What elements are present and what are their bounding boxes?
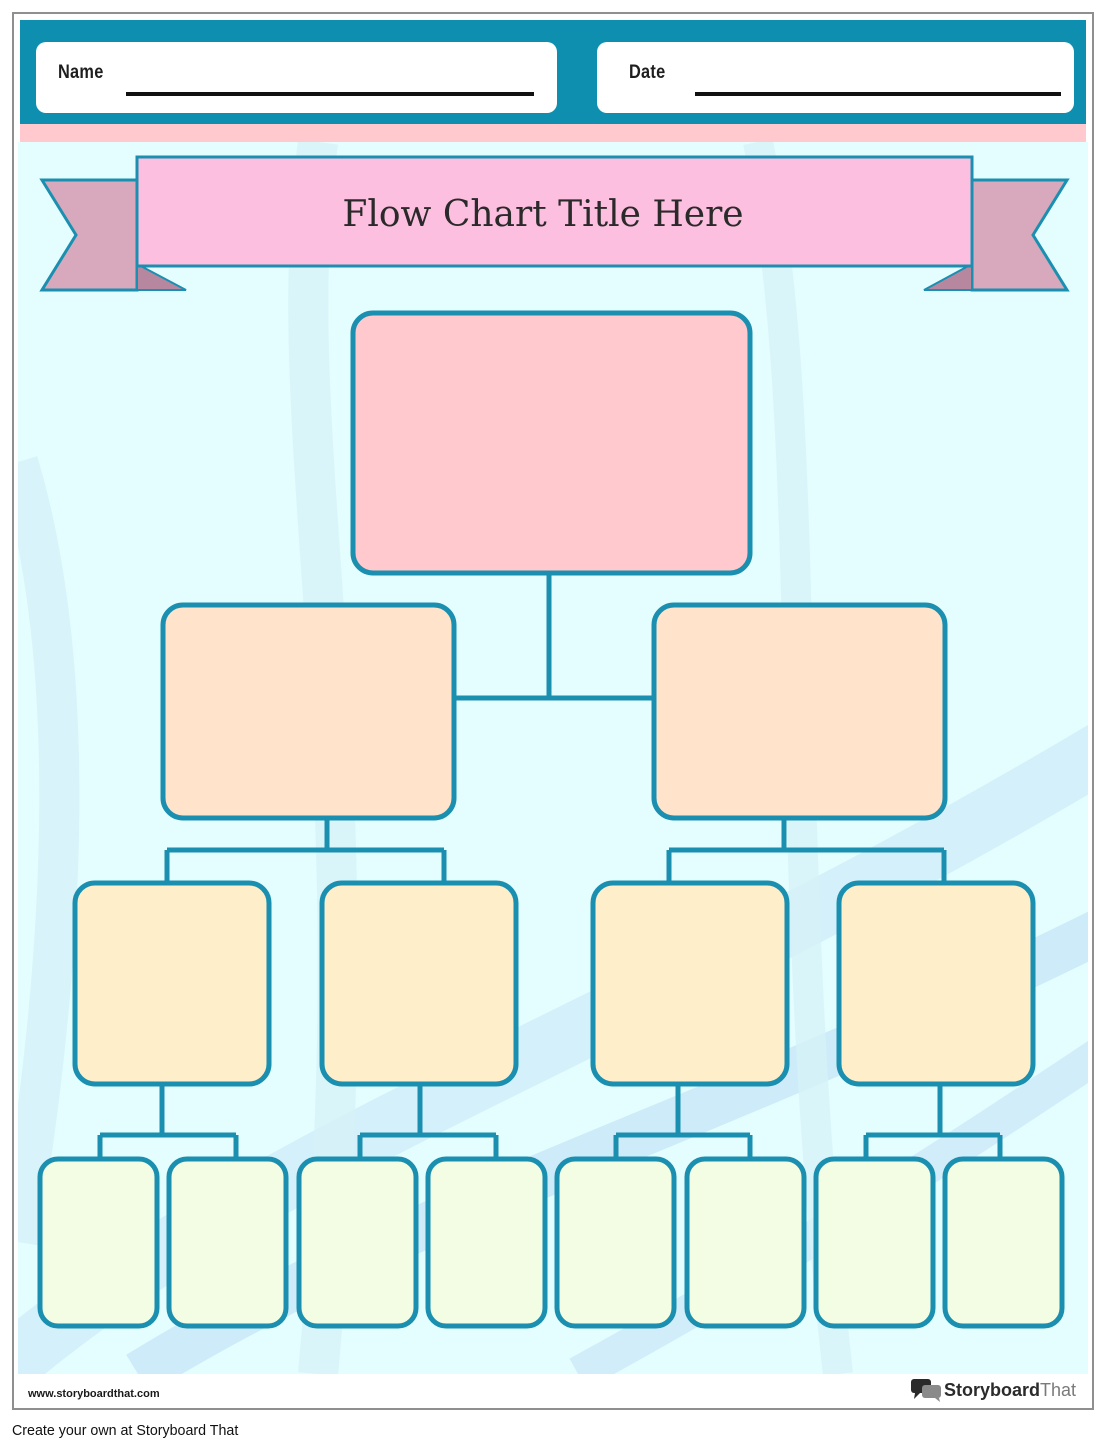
pink-strip <box>20 124 1086 142</box>
flowchart-title[interactable]: Flow Chart Title Here <box>342 194 743 235</box>
flowchart-box-level3-2[interactable] <box>319 880 519 1087</box>
date-card: Date <box>597 42 1074 113</box>
connector-level3-2 <box>357 1086 499 1160</box>
flowchart-box-level4-6[interactable] <box>684 1156 807 1329</box>
name-card: Name <box>36 42 557 113</box>
logo-text-light: That <box>1040 1380 1077 1400</box>
name-label: Name <box>58 62 104 83</box>
ribbon-tail-left <box>39 178 139 292</box>
connector-level2-left <box>164 819 447 884</box>
name-input-line[interactable] <box>126 92 534 96</box>
worksheet-page: Name Date Flow Chart Title Here <box>12 12 1094 1410</box>
create-your-own-caption[interactable]: Create your own at Storyboard That <box>12 1422 239 1439</box>
flowchart-box-level3-3[interactable] <box>590 880 790 1087</box>
connectors <box>97 575 1003 1160</box>
flowchart-box-level4-3[interactable] <box>296 1156 419 1329</box>
flowchart-box-level4-7[interactable] <box>813 1156 936 1329</box>
logo-text-bold: Storyboard <box>944 1380 1041 1400</box>
ribbon-front <box>135 155 974 268</box>
connector-level2-right <box>666 819 947 884</box>
connector-level3-4 <box>863 1086 1003 1160</box>
connector-level3-3 <box>613 1086 753 1160</box>
flowchart-box-level4-1[interactable] <box>37 1156 160 1329</box>
title-ribbon: Flow Chart Title Here <box>39 155 1070 292</box>
flowchart-box-level3-1[interactable] <box>72 880 272 1087</box>
storyboardthat-logo[interactable]: StoryboardThat <box>910 1378 1090 1404</box>
date-input-line[interactable] <box>695 92 1061 96</box>
flowchart-box-level1[interactable] <box>350 310 753 576</box>
flowchart-box-level4-8[interactable] <box>942 1156 1065 1329</box>
logo-text: StoryboardThat <box>944 1380 1076 1401</box>
flowchart-box-level2-1[interactable] <box>160 602 457 821</box>
header-band: Name Date <box>20 20 1086 124</box>
footer-url[interactable]: www.storyboardthat.com <box>28 1388 160 1400</box>
flowchart-svg: Flow Chart Title Here <box>37 155 1070 1329</box>
connector-level3-1 <box>97 1086 239 1160</box>
ribbon-fold-left <box>136 262 187 291</box>
speech-bubbles-icon <box>911 1379 941 1402</box>
flowchart-box-level4-5[interactable] <box>554 1156 677 1329</box>
date-label: Date <box>629 62 666 83</box>
flowchart-box-level3-4[interactable] <box>836 880 1036 1087</box>
ribbon-tail-right <box>970 178 1070 292</box>
ribbon-fold-right <box>923 262 973 291</box>
connector-level1 <box>454 575 654 701</box>
flowchart-box-level4-4[interactable] <box>425 1156 548 1329</box>
flowchart-box-level2-2[interactable] <box>651 602 948 821</box>
flowchart-box-level4-2[interactable] <box>166 1156 289 1329</box>
